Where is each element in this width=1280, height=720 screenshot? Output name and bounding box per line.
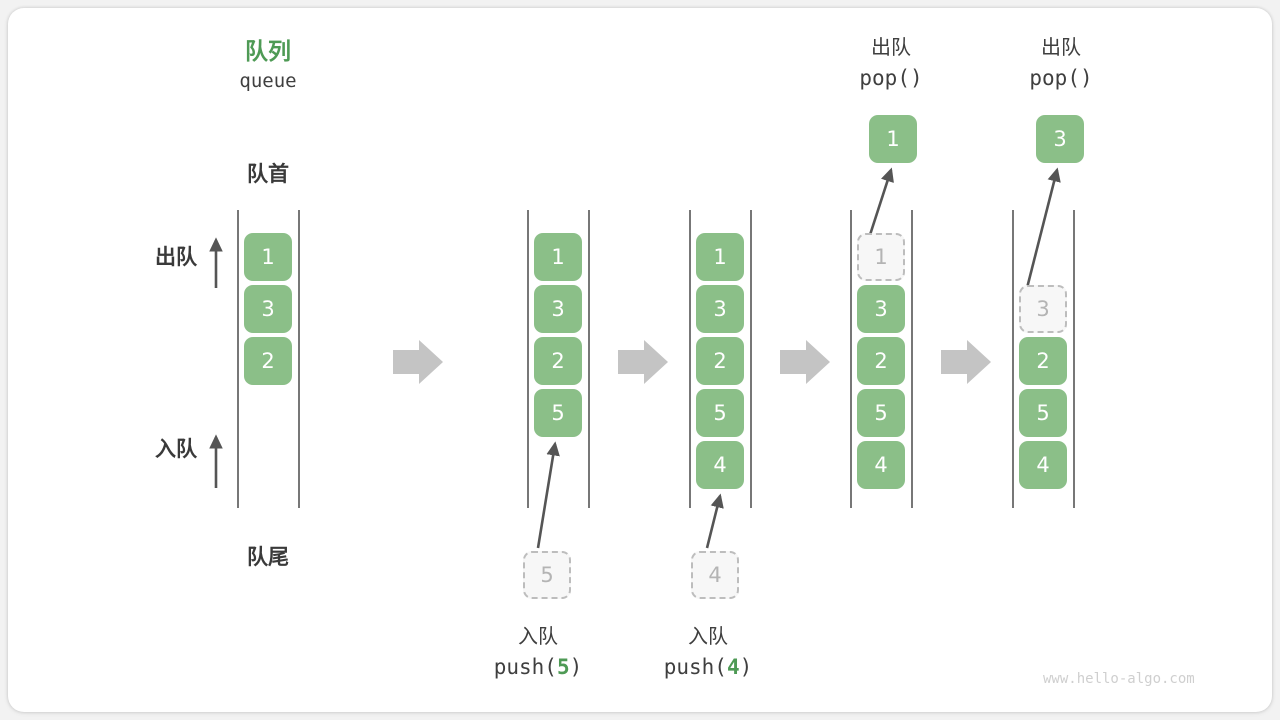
push-5-code-num: 5 [556,655,570,679]
queue-cell: 2 [696,337,744,385]
pop-1-label-cn: 出队 [871,35,911,59]
queue-cell: 4 [696,441,744,489]
queue-cell-removed: 3 [1019,285,1067,333]
push-4-label-code: push(4) [638,655,778,679]
diagram-title-en: queue [239,70,297,92]
incoming-element-5: 5 [523,551,571,599]
push-4-code-prefix: push( [663,655,727,679]
queue-cell: 3 [534,285,582,333]
push-4-code-suffix: ) [739,655,753,679]
pop-1-label-code: pop() [859,66,923,90]
queue-front-label: 队首 [247,162,289,186]
dequeue-direction-label: 出队 [155,245,197,269]
queue-cell: 5 [857,389,905,437]
diagram-card [8,8,1272,712]
queue-cell: 1 [244,233,292,281]
push-5-code-prefix: push( [493,655,557,679]
push-5-code-suffix: ) [569,655,583,679]
pop-2-label-code: pop() [1029,66,1093,90]
push-5-label-code: push(5) [468,655,608,679]
queue-cell: 4 [1019,441,1067,489]
watermark: www.hello-algo.com [1043,671,1195,687]
queue-cell: 4 [857,441,905,489]
queue-cell: 5 [1019,389,1067,437]
queue-cell: 5 [696,389,744,437]
popped-element-1: 1 [869,115,917,163]
push-4-label-cn: 入队 [688,624,728,648]
queue-cell-removed: 1 [857,233,905,281]
queue-cell: 3 [244,285,292,333]
queue-cell: 2 [857,337,905,385]
incoming-element-4: 4 [691,551,739,599]
queue-cell: 5 [534,389,582,437]
push-5-label-cn: 入队 [518,624,558,648]
enqueue-direction-label: 入队 [155,437,197,461]
queue-cell: 1 [534,233,582,281]
queue-cell: 2 [244,337,292,385]
queue-cell: 1 [696,233,744,281]
push-4-code-num: 4 [726,655,740,679]
popped-element-3: 3 [1036,115,1084,163]
queue-rear-label: 队尾 [247,545,289,569]
queue-cell: 3 [857,285,905,333]
queue-cell: 3 [696,285,744,333]
queue-cell: 2 [1019,337,1067,385]
pop-2-label-cn: 出队 [1041,35,1081,59]
queue-cell: 2 [534,337,582,385]
diagram-title-cn: 队列 [245,39,291,65]
